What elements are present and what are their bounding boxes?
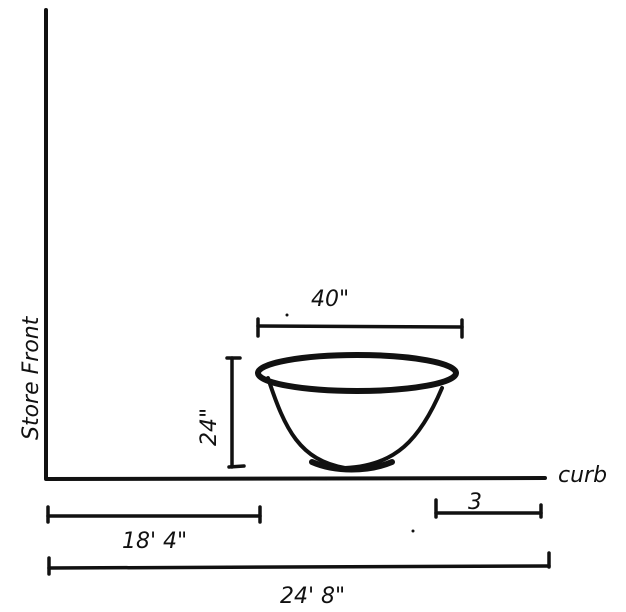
planter-width-label: 40" [311,287,349,312]
storefront-label: Store Front [19,315,44,440]
planter-height-dimension [225,356,246,469]
pen-dot [285,313,289,317]
total-width-label: 24' 8" [280,584,345,609]
curb-line [44,476,547,481]
planter-to-curb-label: 3 [468,490,482,515]
storefront-to-planter-label: 18' 4" [122,529,187,554]
curb-label: curb [558,463,607,488]
planter-width-dimension [256,317,464,339]
storefront-to-planter-dimension [46,505,262,524]
total-width-dimension [47,551,551,576]
pen-dot [411,529,415,533]
planter-height-label: 24" [197,408,222,446]
planter-bowl [255,352,459,473]
planter-to-curb-dimension [434,498,543,519]
